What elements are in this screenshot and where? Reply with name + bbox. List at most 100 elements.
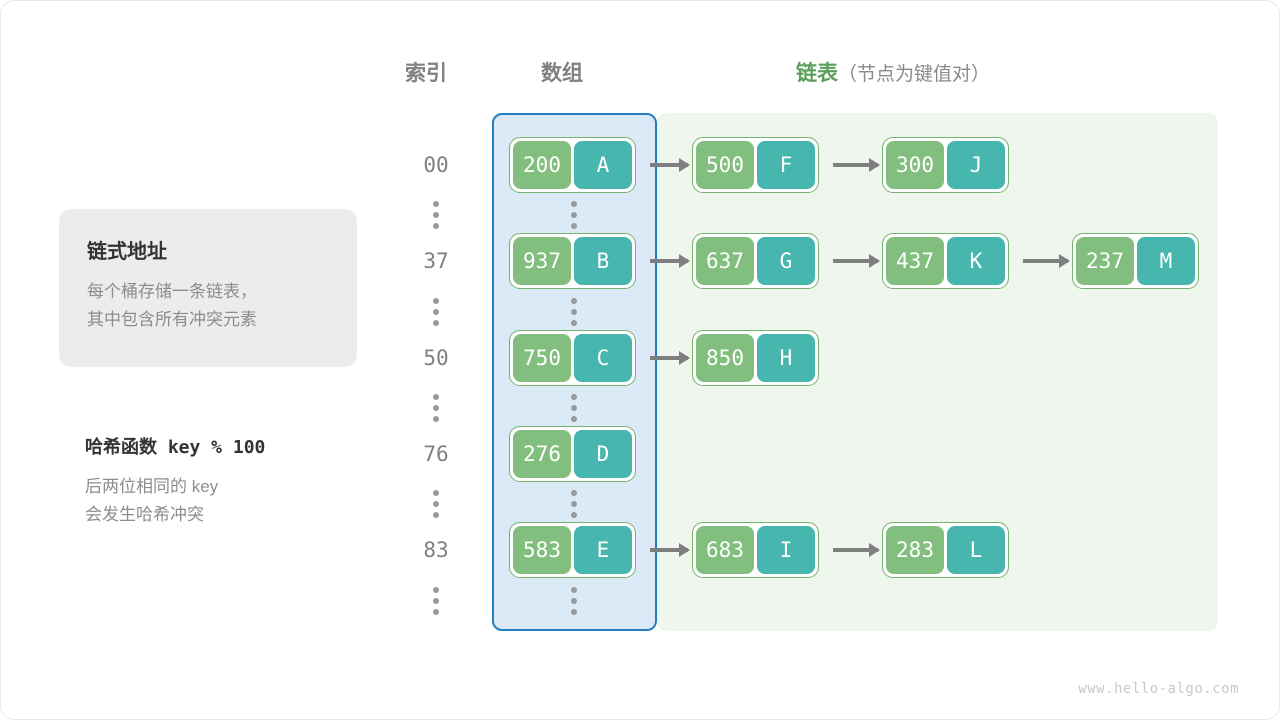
hash-function-title: 哈希函数 key % 100	[85, 437, 266, 458]
ellipsis-dot	[571, 587, 577, 593]
chain-arrow-icon	[833, 163, 878, 167]
ellipsis-dot	[433, 501, 439, 507]
ellipsis-dot	[433, 298, 439, 304]
column-header-linked-list-sub: （节点为键值对）	[838, 64, 991, 85]
bucket-node-76-value: D	[574, 430, 632, 478]
ellipsis-dot	[433, 405, 439, 411]
ellipsis-dot	[571, 201, 577, 207]
ellipsis-dot	[571, 394, 577, 400]
column-header-array: 数组	[541, 62, 583, 85]
bucket-index-label: 76	[423, 442, 449, 466]
chain-arrow-icon	[650, 163, 688, 167]
ellipsis-dot	[571, 298, 577, 304]
bucket-node-76-key: 276	[513, 430, 571, 478]
bucket-node-00-key: 200	[513, 141, 571, 189]
info-card-title: 链式地址	[87, 241, 167, 263]
ellipsis-dot	[571, 609, 577, 615]
bucket-index-label: 00	[423, 153, 449, 177]
ellipsis-dot	[571, 598, 577, 604]
array-ellipsis	[570, 201, 578, 229]
bucket-index-label: 37	[423, 249, 449, 273]
hash-function-line-2: 会发生哈希冲突	[85, 504, 204, 524]
chain-node-37-0-key: 637	[696, 237, 754, 285]
chain-node-00-1-value: J	[947, 141, 1005, 189]
chain-node-00-0-key: 500	[696, 141, 754, 189]
bucket-node-83-key: 583	[513, 526, 571, 574]
hash-function-note: 哈希函数 key % 100 后两位相同的 key 会发生哈希冲突	[85, 433, 385, 528]
ellipsis-dot	[433, 309, 439, 315]
ellipsis-dot	[433, 212, 439, 218]
ellipsis-dot	[433, 512, 439, 518]
ellipsis-dot	[433, 320, 439, 326]
bucket-node-50-key: 750	[513, 334, 571, 382]
chain-node-83-1-key: 283	[886, 526, 944, 574]
ellipsis-dot	[433, 598, 439, 604]
ellipsis-dot	[433, 223, 439, 229]
array-ellipsis	[570, 298, 578, 326]
ellipsis-dot	[433, 394, 439, 400]
chain-arrow-icon	[650, 356, 688, 360]
chain-node-83-0-key: 683	[696, 526, 754, 574]
ellipsis-dot	[433, 201, 439, 207]
chain-arrow-icon	[1023, 259, 1068, 263]
ellipsis-dot	[433, 490, 439, 496]
array-ellipsis	[570, 490, 578, 518]
chain-node-37-2-value: M	[1137, 237, 1195, 285]
ellipsis-dot	[571, 501, 577, 507]
ellipsis-dot	[433, 609, 439, 615]
bucket-node-83-value: E	[574, 526, 632, 574]
bucket-node-50-value: C	[574, 334, 632, 382]
index-ellipsis	[432, 394, 440, 422]
ellipsis-dot	[571, 490, 577, 496]
hash-function-line-1: 后两位相同的 key	[85, 477, 219, 496]
chain-node-37-0-value: G	[757, 237, 815, 285]
array-ellipsis	[570, 587, 578, 615]
chain-node-83-1-value: L	[947, 526, 1005, 574]
ellipsis-dot	[571, 309, 577, 315]
bucket-node-37-value: B	[574, 237, 632, 285]
ellipsis-dot	[571, 320, 577, 326]
ellipsis-dot	[433, 587, 439, 593]
bucket-index-label: 50	[423, 346, 449, 370]
ellipsis-dot	[571, 212, 577, 218]
chain-node-50-0-key: 850	[696, 334, 754, 382]
chain-node-37-1-value: K	[947, 237, 1005, 285]
column-header-linked-list-accent: 链表	[796, 62, 838, 85]
chain-arrow-icon	[650, 548, 688, 552]
info-card-line-2: 其中包含所有冲突元素	[87, 309, 257, 329]
chain-arrow-icon	[833, 259, 878, 263]
footer-watermark: www.hello-algo.com	[1078, 681, 1239, 697]
index-ellipsis	[432, 587, 440, 615]
index-ellipsis	[432, 201, 440, 229]
info-card-chaining: 链式地址 每个桶存储一条链表， 其中包含所有冲突元素	[59, 209, 357, 367]
chain-node-37-2-key: 237	[1076, 237, 1134, 285]
chain-node-00-0-value: F	[757, 141, 815, 189]
array-ellipsis	[570, 394, 578, 422]
bucket-index-label: 83	[423, 538, 449, 562]
chain-node-00-1-key: 300	[886, 141, 944, 189]
info-card-line-1: 每个桶存储一条链表，	[87, 282, 257, 301]
chain-node-37-1-key: 437	[886, 237, 944, 285]
column-header-linked-list: 链表（节点为键值对）	[796, 57, 990, 87]
chain-arrow-icon	[650, 259, 688, 263]
ellipsis-dot	[571, 416, 577, 422]
chain-node-83-0-value: I	[757, 526, 815, 574]
bucket-node-00-value: A	[574, 141, 632, 189]
ellipsis-dot	[433, 416, 439, 422]
bucket-node-37-key: 937	[513, 237, 571, 285]
column-header-index: 索引	[405, 62, 447, 85]
